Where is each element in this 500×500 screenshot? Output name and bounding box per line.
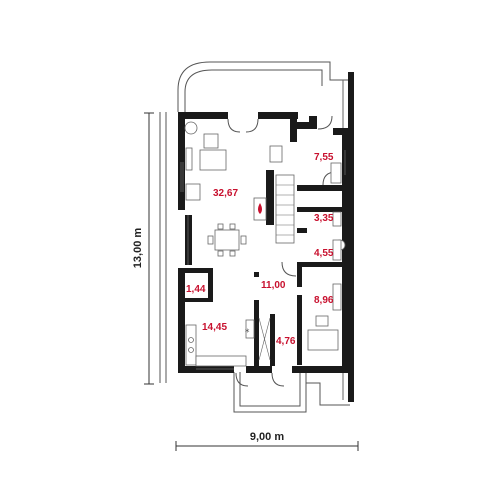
room-area-kitchen: 14,45 [202,322,227,333]
room-area-utility: 8,96 [314,295,334,306]
interior-walls [178,170,342,366]
room-area-garage: 7,55 [314,152,334,163]
terrace-outline [159,61,352,383]
kitchen-furniture: * [185,317,271,367]
dimension-width-label: 9,00 m [250,431,284,443]
room-area-wc: 3,35 [314,213,334,224]
porch-outline [233,372,350,413]
fire-icon [258,203,262,214]
dimension-depth: 13,00 m [132,112,154,385]
room-area-hall: 11,00 [261,280,286,291]
doors [227,115,337,387]
svg-text:*: * [245,328,250,338]
room-labels: 32,67 7,55 3,35 4,55 1,44 11,00 8,96 14,… [186,152,334,347]
dimension-width: 9,00 m [175,431,359,451]
room-area-vestibule: 4,76 [276,336,296,347]
sanitary-furniture [307,162,346,351]
living-furniture [184,121,295,277]
room-area-bath: 4,55 [314,248,334,259]
room-area-living: 32,67 [213,188,238,199]
dimension-depth-label: 13,00 m [132,228,144,269]
windows [180,150,346,370]
room-area-pantry: 1,44 [186,284,206,295]
